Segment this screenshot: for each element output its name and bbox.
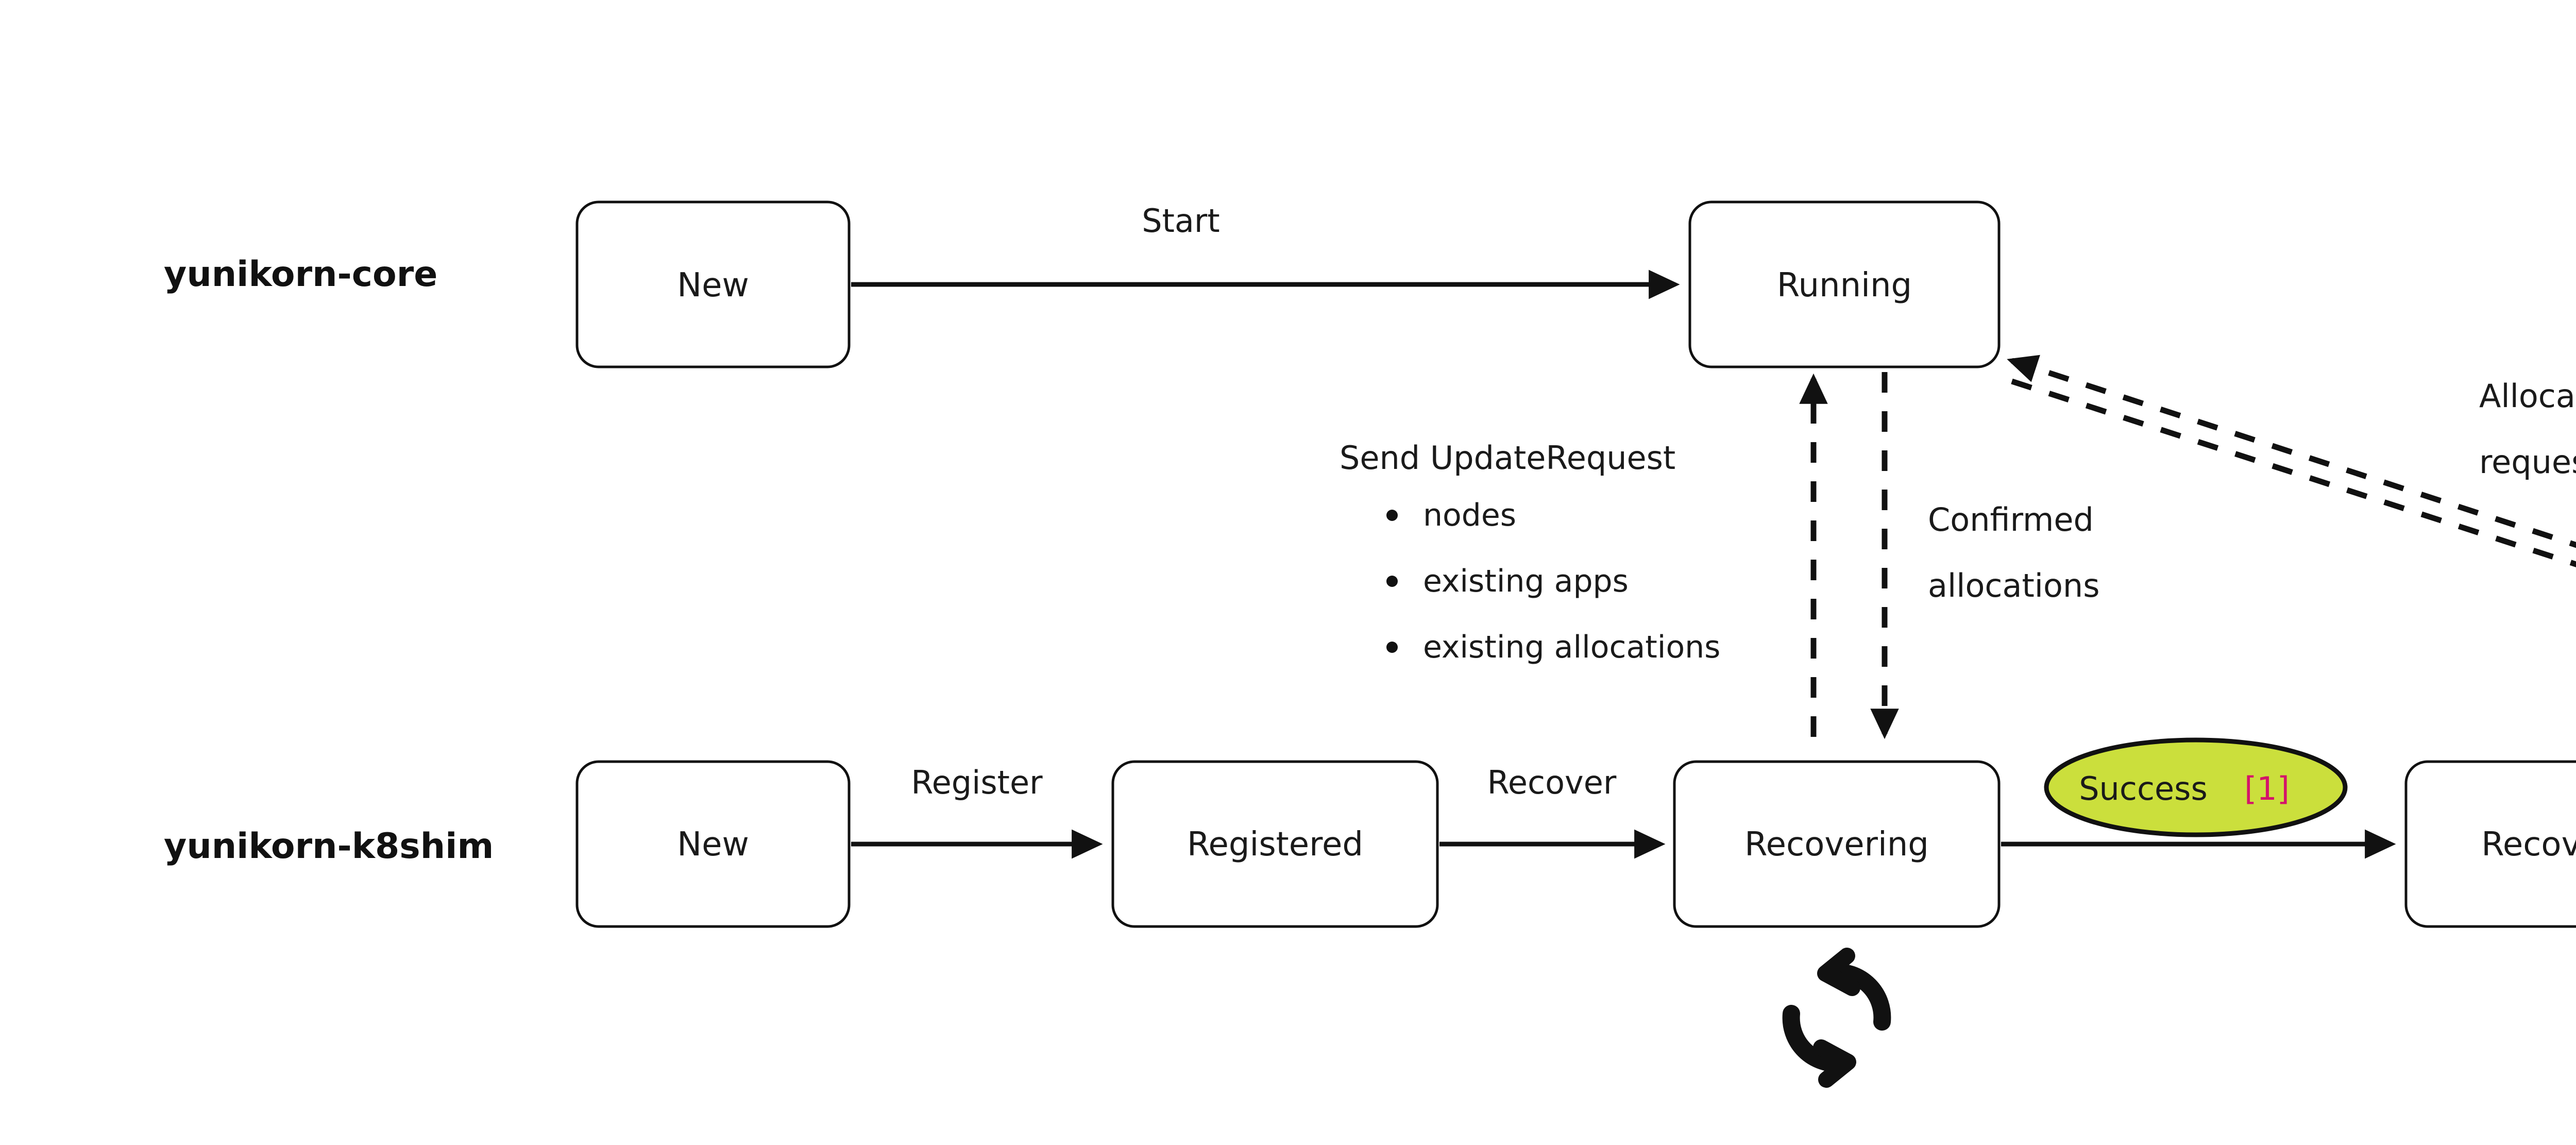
node-core-new[interactable] [575, 200, 851, 368]
node-shim-recovered[interactable] [2404, 760, 2576, 928]
note-allocation-traffic-line1: Allocation [2479, 377, 2576, 415]
note-send-update-request-heading: Send UpdateRequest [1340, 439, 1675, 477]
bullet-dot-icon [1386, 576, 1398, 587]
note-bullet-nodes: nodes [1423, 497, 1516, 533]
bullet-dot-icon [1386, 510, 1398, 521]
node-shim-new[interactable] [575, 760, 851, 928]
lane-label-core: yunikorn-core [164, 254, 437, 295]
status-badge-reference: [1] [2244, 770, 2290, 807]
edge-register-label: Register [911, 764, 1043, 801]
node-shim-registered-label: Registered [1187, 826, 1363, 864]
note-confirmed-allocations-line1: Confirmed [1928, 501, 2094, 538]
node-shim-recovering-label: Recovering [1744, 826, 1929, 864]
note-allocation-traffic-line2: requests & responses [2479, 443, 2576, 481]
note-confirmed-allocations-line2: allocations [1928, 567, 2100, 604]
sync-refresh-icon [1782, 948, 1891, 1088]
bullet-dot-icon [1386, 642, 1398, 653]
note-bullet-existing-allocations: existing allocations [1423, 629, 1720, 665]
node-shim-registered[interactable] [1111, 760, 1439, 928]
edge-allocation-responses-arrow [2007, 355, 2576, 548]
node-core-new-label: New [677, 266, 749, 305]
node-core-running[interactable] [1688, 200, 2001, 368]
edge-allocation-requests-arrow [2011, 378, 2576, 567]
edge-recover-label: Recover [1487, 764, 1617, 801]
node-core-running-label: Running [1777, 266, 1912, 305]
edge-start-label: Start [1142, 202, 1219, 240]
note-bullet-existing-apps: existing apps [1423, 563, 1629, 599]
node-shim-new-label: New [677, 826, 749, 864]
lane-label-k8shim: yunikorn-k8shim [164, 826, 494, 867]
status-badge-success[interactable] [2044, 737, 2348, 837]
node-shim-recovered-label: Recovered [2481, 826, 2576, 864]
status-badge-label: Success [2079, 770, 2208, 807]
node-shim-recovering[interactable] [1673, 760, 2001, 928]
